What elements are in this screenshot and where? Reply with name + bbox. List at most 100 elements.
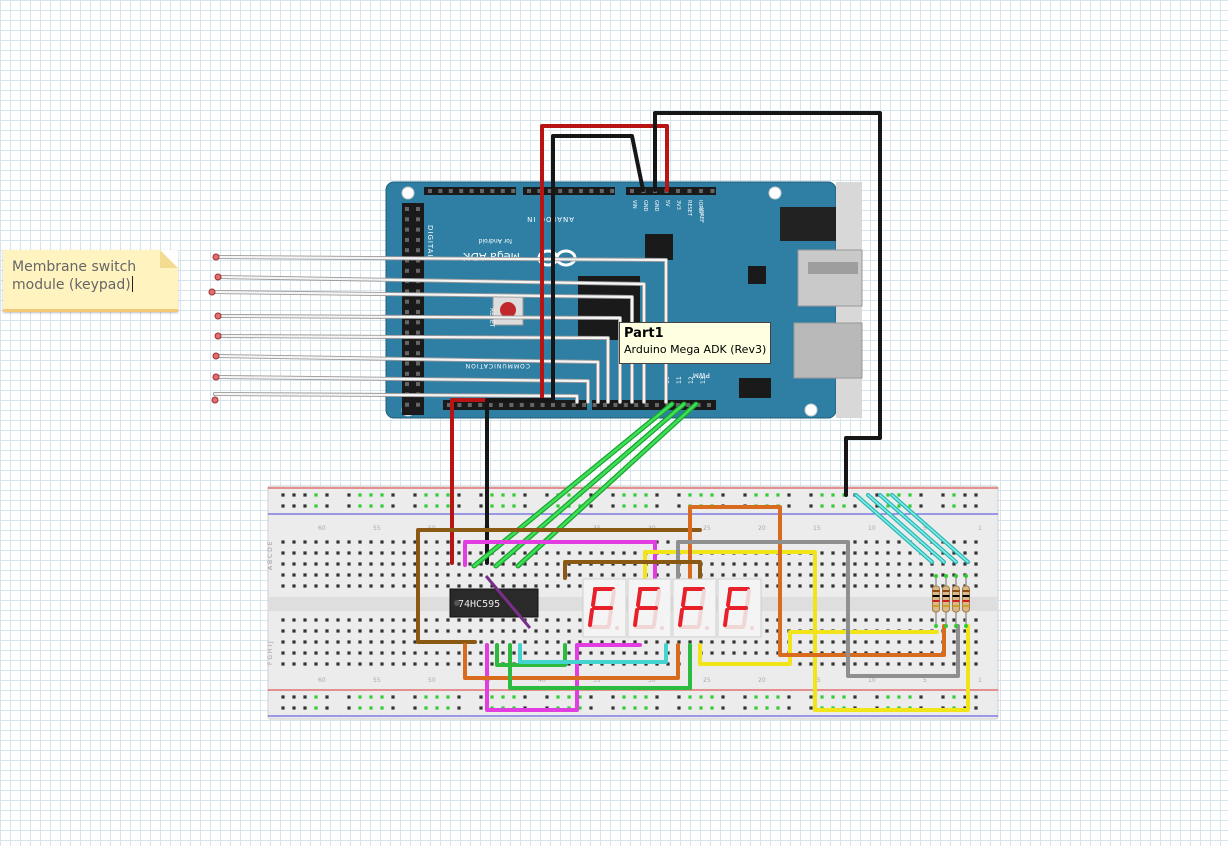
- breadboard-hole[interactable]: [919, 493, 923, 497]
- breadboard-hole[interactable]: [644, 706, 648, 710]
- breadboard-hole[interactable]: [809, 662, 813, 666]
- breadboard-hole[interactable]: [358, 504, 362, 508]
- breadboard-hole[interactable]: [523, 562, 527, 566]
- breadboard-hole[interactable]: [512, 695, 516, 699]
- breadboard-hole[interactable]: [578, 584, 582, 588]
- breadboard-hole[interactable]: [974, 706, 978, 710]
- breadboard-hole[interactable]: [402, 551, 406, 555]
- breadboard-hole[interactable]: [391, 584, 395, 588]
- breadboard-hole[interactable]: [523, 573, 527, 577]
- breadboard-hole[interactable]: [325, 540, 329, 544]
- breadboard-hole[interactable]: [292, 493, 296, 497]
- wire-cyan-bb[interactable]: [518, 643, 668, 664]
- wire-green-loop[interactable]: [495, 643, 567, 667]
- breadboard-hole[interactable]: [556, 551, 560, 555]
- breadboard-hole[interactable]: [952, 493, 956, 497]
- breadboard-hole[interactable]: [589, 640, 593, 644]
- breadboard-hole[interactable]: [457, 629, 461, 633]
- breadboard-hole[interactable]: [589, 551, 593, 555]
- breadboard-hole[interactable]: [556, 695, 560, 699]
- wire-magenta-bottom[interactable]: [485, 643, 642, 712]
- breadboard-hole[interactable]: [325, 695, 329, 699]
- breadboard-hole[interactable]: [501, 695, 505, 699]
- breadboard-hole[interactable]: [908, 584, 912, 588]
- breadboard-hole[interactable]: [457, 706, 461, 710]
- breadboard-hole[interactable]: [512, 629, 516, 633]
- breadboard-hole[interactable]: [490, 640, 494, 644]
- breadboard-hole[interactable]: [501, 551, 505, 555]
- breadboard-hole[interactable]: [468, 584, 472, 588]
- breadboard-hole[interactable]: [523, 651, 527, 655]
- breadboard-hole[interactable]: [578, 551, 582, 555]
- breadboard-hole[interactable]: [490, 618, 494, 622]
- breadboard-hole[interactable]: [809, 640, 813, 644]
- breadboard-hole[interactable]: [446, 504, 450, 508]
- breadboard-hole[interactable]: [941, 584, 945, 588]
- breadboard-hole[interactable]: [556, 629, 560, 633]
- keypad-pin[interactable]: [214, 332, 222, 340]
- breadboard-hole[interactable]: [369, 584, 373, 588]
- breadboard-hole[interactable]: [809, 706, 813, 710]
- breadboard-hole[interactable]: [908, 662, 912, 666]
- breadboard-hole[interactable]: [446, 573, 450, 577]
- breadboard-hole[interactable]: [974, 651, 978, 655]
- breadboard-hole[interactable]: [919, 584, 923, 588]
- breadboard-hole[interactable]: [864, 618, 868, 622]
- breadboard-hole[interactable]: [369, 662, 373, 666]
- breadboard-hole[interactable]: [325, 551, 329, 555]
- breadboard-hole[interactable]: [281, 562, 285, 566]
- breadboard-hole[interactable]: [435, 618, 439, 622]
- breadboard-hole[interactable]: [292, 562, 296, 566]
- breadboard-hole[interactable]: [919, 562, 923, 566]
- breadboard-hole[interactable]: [578, 573, 582, 577]
- breadboard-hole[interactable]: [908, 493, 912, 497]
- breadboard-hole[interactable]: [941, 504, 945, 508]
- breadboard-hole[interactable]: [644, 640, 648, 644]
- breadboard-hole[interactable]: [468, 651, 472, 655]
- breadboard-hole[interactable]: [622, 493, 626, 497]
- keypad-pin[interactable]: [212, 253, 220, 261]
- breadboard-hole[interactable]: [721, 640, 725, 644]
- breadboard-hole[interactable]: [941, 562, 945, 566]
- breadboard-hole[interactable]: [369, 504, 373, 508]
- breadboard-hole[interactable]: [402, 640, 406, 644]
- wire-brown-2[interactable]: [563, 560, 702, 580]
- breadboard-hole[interactable]: [853, 562, 857, 566]
- breadboard-hole[interactable]: [523, 504, 527, 508]
- breadboard-hole[interactable]: [402, 651, 406, 655]
- breadboard-hole[interactable]: [963, 662, 967, 666]
- breadboard-hole[interactable]: [655, 695, 659, 699]
- breadboard-hole[interactable]: [853, 662, 857, 666]
- breadboard-hole[interactable]: [479, 640, 483, 644]
- seven-segment-digit[interactable]: F: [582, 578, 627, 638]
- breadboard-hole[interactable]: [633, 651, 637, 655]
- breadboard-hole[interactable]: [545, 584, 549, 588]
- breadboard-hole[interactable]: [875, 662, 879, 666]
- breadboard-hole[interactable]: [743, 651, 747, 655]
- breadboard-hole[interactable]: [875, 573, 879, 577]
- breadboard-hole[interactable]: [930, 573, 934, 577]
- breadboard-hole[interactable]: [600, 651, 604, 655]
- breadboard-hole[interactable]: [567, 651, 571, 655]
- breadboard-hole[interactable]: [776, 493, 780, 497]
- power-wires[interactable]: [450, 111, 882, 565]
- breadboard-hole[interactable]: [809, 493, 813, 497]
- breadboard-hole[interactable]: [908, 640, 912, 644]
- breadboard-hole[interactable]: [622, 651, 626, 655]
- breadboard-hole[interactable]: [853, 618, 857, 622]
- breadboard-hole[interactable]: [358, 573, 362, 577]
- breadboard-hole[interactable]: [281, 651, 285, 655]
- breadboard-hole[interactable]: [941, 695, 945, 699]
- breadboard-hole[interactable]: [831, 504, 835, 508]
- breadboard-hole[interactable]: [292, 618, 296, 622]
- breadboard-hole[interactable]: [545, 562, 549, 566]
- breadboard-hole[interactable]: [578, 640, 582, 644]
- breadboard-hole[interactable]: [886, 540, 890, 544]
- breadboard-hole[interactable]: [919, 573, 923, 577]
- breadboard-hole[interactable]: [633, 551, 637, 555]
- breadboard-hole[interactable]: [501, 651, 505, 655]
- breadboard-hole[interactable]: [798, 640, 802, 644]
- breadboard-hole[interactable]: [567, 618, 571, 622]
- breadboard-hole[interactable]: [391, 695, 395, 699]
